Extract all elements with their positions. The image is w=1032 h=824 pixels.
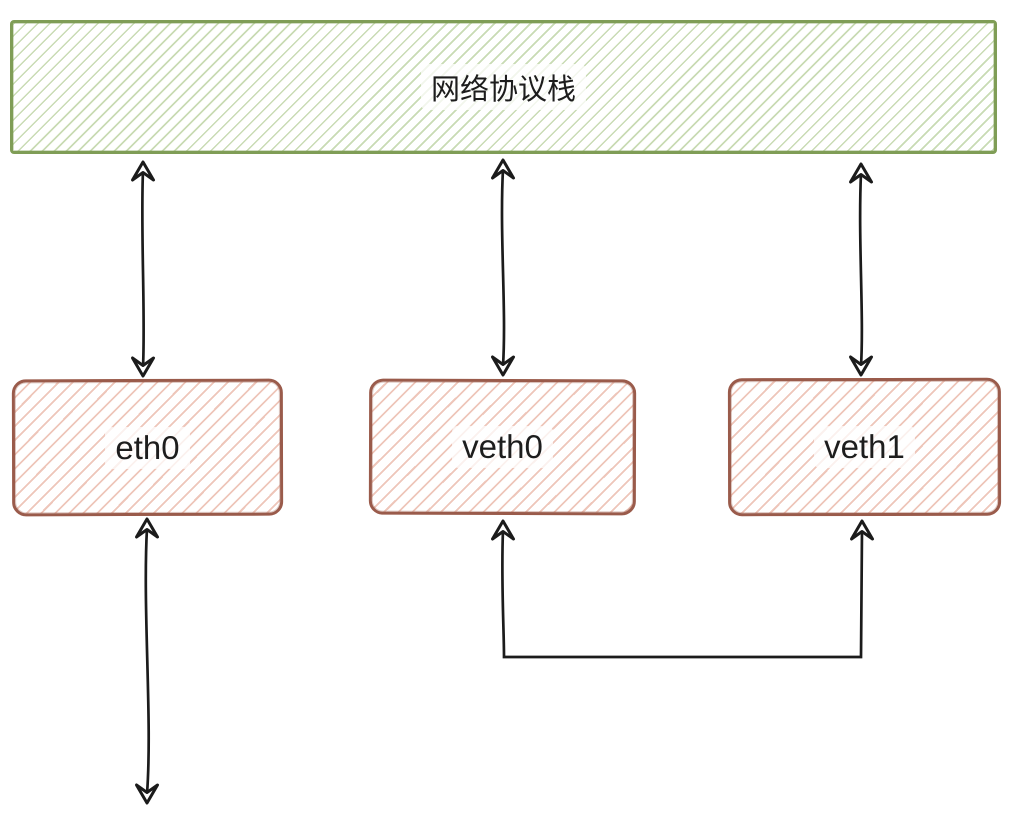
node-veth0-label: veth0	[452, 425, 553, 469]
node-network-stack: 网络协议栈	[10, 20, 997, 154]
node-veth1: veth1	[727, 377, 1002, 517]
node-veth1-label: veth1	[814, 425, 915, 469]
arrow-veth0-veth1	[491, 519, 874, 659]
node-eth0: eth0	[11, 378, 284, 517]
node-veth0: veth0	[368, 378, 637, 516]
node-eth0-label: eth0	[105, 426, 190, 469]
arrow-stack-veth1	[849, 162, 873, 377]
arrow-stack-eth0	[131, 160, 155, 378]
arrow-eth0-external	[135, 517, 159, 805]
arrow-stack-veth0	[491, 158, 515, 377]
node-network-stack-label: 网络协议栈	[420, 64, 586, 110]
